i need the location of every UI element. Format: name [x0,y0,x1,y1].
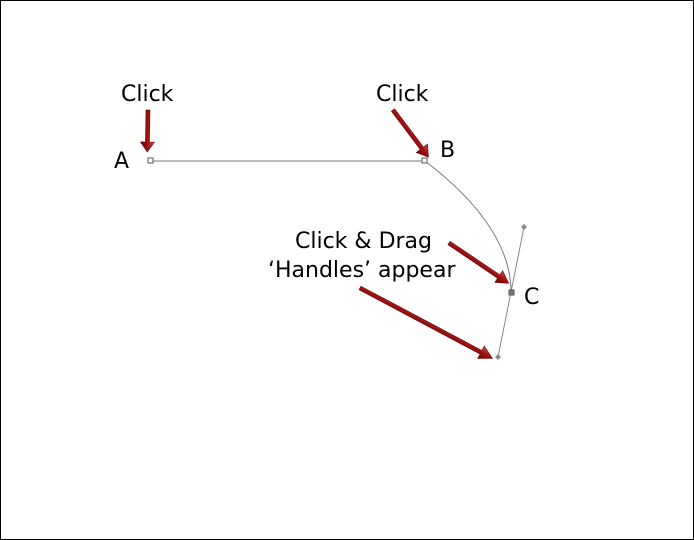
click-label-b: Click [376,82,429,107]
anchor-point-b[interactable] [421,157,428,164]
anchor-point-a[interactable] [147,157,154,164]
arrow-to-point-c-icon [447,240,510,284]
arrow-to-handle-icon [358,285,494,359]
click-label-a: Click [121,82,174,107]
click-drag-label: Click & Drag [295,229,432,254]
handle-top-point[interactable] [521,224,527,230]
arrow-to-point-a-icon [139,109,156,153]
handles-appear-label: ‘Handles’ appear [268,258,456,283]
point-label-c: C [524,285,540,310]
path-curve-b-c [424,160,512,293]
arrow-to-point-b-icon [390,108,429,158]
point-label-b: B [440,138,456,163]
point-label-a: A [114,149,130,174]
handle-bottom-point[interactable] [495,354,501,360]
anchor-point-c[interactable] [508,289,515,296]
